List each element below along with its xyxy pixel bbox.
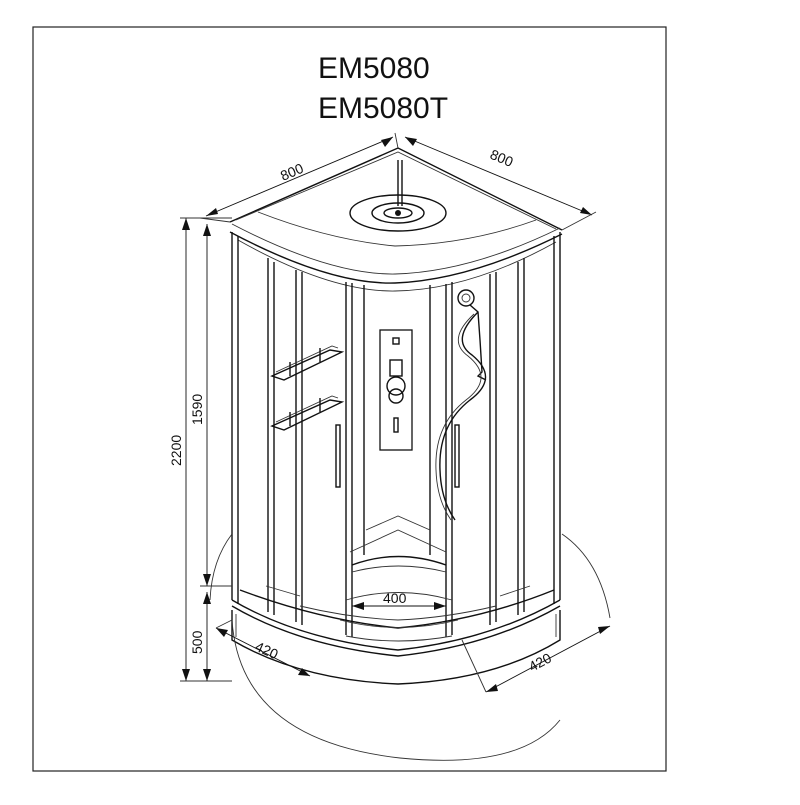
- dim-line-tray-right: [485, 625, 611, 693]
- corner-seat: [351, 555, 447, 566]
- roof-front-edge: [229, 231, 563, 284]
- hand-shower: [435, 289, 487, 521]
- tray-skirt: [231, 610, 561, 685]
- dim-line-tray-left: [215, 627, 311, 677]
- hand-shower-head-icon: [457, 289, 475, 307]
- dim-door-height: 1590: [189, 394, 205, 425]
- drawing-border: [32, 26, 667, 772]
- right-door-handle: [454, 424, 460, 488]
- dim-tray-height: 500: [189, 630, 205, 654]
- dimensions: 800 800 2200 1590 500 400: [168, 132, 611, 693]
- dim-line-top-right: [404, 136, 593, 216]
- dim-line-top-left: [205, 136, 394, 217]
- shower-cabin: [209, 147, 611, 761]
- rain-shower-head: [349, 160, 447, 232]
- dim-top-left-width: 800: [278, 160, 306, 184]
- glass-shelf-upper: [270, 345, 345, 381]
- model-title-primary: EM5080: [318, 52, 430, 85]
- glass-shelf-lower: [270, 395, 345, 431]
- mixer-knob-icon: [386, 376, 406, 396]
- dim-top-right-width: 800: [488, 146, 516, 170]
- dim-tray-right-depth: 420: [526, 649, 554, 674]
- control-panel: [379, 329, 413, 451]
- model-title-secondary: EM5080T: [318, 92, 448, 125]
- dim-seat-width: 400: [383, 590, 407, 606]
- left-door-handle: [335, 424, 341, 488]
- diverter-knob-icon: [388, 388, 404, 404]
- tray-rim-top: [231, 599, 561, 651]
- dim-total-height: 2200: [168, 435, 184, 466]
